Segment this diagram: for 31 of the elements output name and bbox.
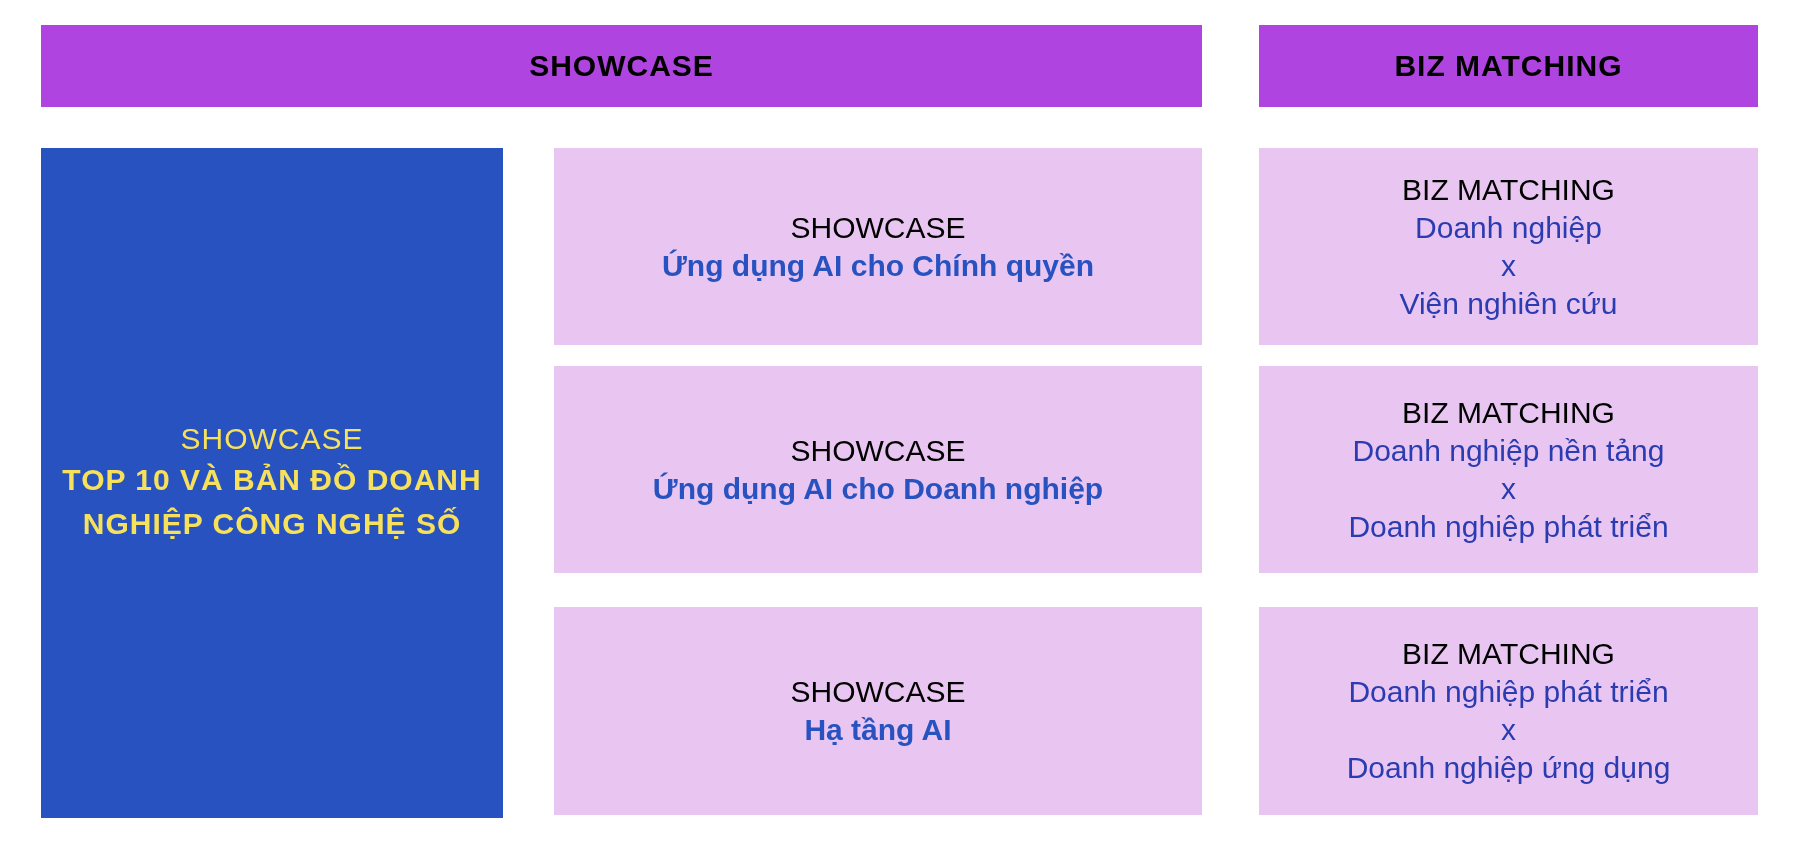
card-text: Doanh nghiệp nền tảng [1352, 432, 1665, 469]
card-text: x [1501, 470, 1516, 507]
header-bar [41, 25, 1202, 107]
card-title: SHOWCASE [180, 421, 364, 457]
card-text: x [1501, 247, 1516, 284]
card-title: BIZ MATCHING [1402, 171, 1615, 208]
header-title: BIZ MATCHING [1394, 48, 1623, 84]
card-text: Doanh nghiệp phát triển [1348, 674, 1669, 710]
card [554, 148, 1202, 345]
card-title: SHOWCASE [790, 432, 966, 469]
header-title: SHOWCASE [529, 48, 714, 84]
card-text: Doanh nghiệp ứng dụng [1346, 750, 1671, 786]
card [1259, 607, 1758, 815]
card-title: BIZ MATCHING [1402, 636, 1615, 672]
card-text: Ứng dụng AI cho Doanh nghiệp [652, 470, 1104, 507]
card-title: SHOWCASE [790, 674, 966, 710]
card [554, 607, 1202, 815]
card-text: Doanh nghiệp phát triển [1348, 508, 1669, 545]
header-bar [1259, 25, 1758, 107]
card-text: Doanh nghiệp [1415, 209, 1602, 246]
card-text: Viện nghiên cứu [1399, 285, 1618, 322]
card-text: x [1501, 712, 1516, 748]
card [1259, 366, 1758, 573]
card-title: SHOWCASE [790, 209, 966, 246]
card-text: TOP 10 VÀ BẢN ĐỒ DOANH NGHIỆP CÔNG NGHỆ SỐ [61, 462, 483, 542]
card [554, 366, 1202, 573]
card-text: Hạ tầng AI [804, 712, 952, 748]
card-title: BIZ MATCHING [1402, 394, 1615, 431]
feature-panel [41, 148, 503, 818]
card-text: Ứng dụng AI cho Chính quyền [661, 247, 1095, 284]
card [1259, 148, 1758, 345]
